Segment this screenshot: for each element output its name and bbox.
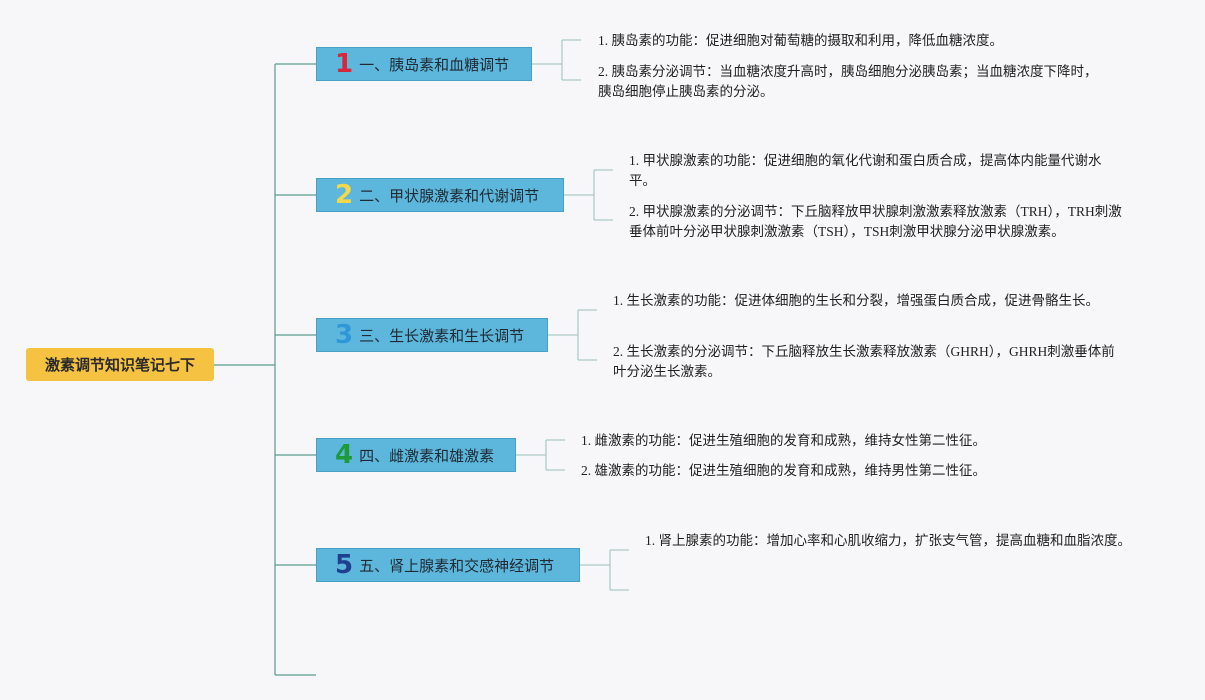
number-1-icon: 1 [335, 49, 354, 79]
leaf-2-1[interactable]: 1. 甲状腺激素的功能：促进细胞的氧化代谢和蛋白质合成，提高体内能量代谢水平。 [629, 153, 1102, 188]
branch-label: 四、雌激素和雄激素 [359, 447, 495, 465]
root-title: 激素调节知识笔记七下 [44, 357, 195, 374]
leaf-3-1[interactable]: 1. 生长激素的功能：促进体细胞的生长和分裂，增强蛋白质合成，促进骨骼生长。 [613, 293, 1099, 308]
branch-label: 二、甲状腺激素和代谢调节 [359, 187, 540, 205]
branch-label: 三、生长激素和生长调节 [359, 327, 525, 345]
number-2-icon: 2 [335, 180, 354, 210]
root-topic[interactable]: 激素调节知识笔记七下 [26, 348, 214, 381]
branch-topic-2[interactable]: 2 二、甲状腺激素和代谢调节 [316, 178, 564, 212]
number-4-icon: 4 [335, 440, 354, 470]
leaf-4-2[interactable]: 2. 雄激素的功能：促进生殖细胞的发育和成熟，维持男性第二性征。 [581, 463, 986, 478]
leaf-2-2[interactable]: 2. 甲状腺激素的分泌调节：下丘脑释放甲状腺刺激激素释放激素（TRH），TRH刺… [629, 204, 1122, 239]
branch-label: 一、胰岛素和血糖调节 [359, 56, 510, 74]
leaf-3-2[interactable]: 2. 生长激素的分泌调节：下丘脑释放生长激素释放激素（GHRH），GHRH刺激垂… [613, 344, 1115, 379]
leaf-1-1[interactable]: 1. 胰岛素的功能：促进细胞对葡萄糖的摄取和利用，降低血糖浓度。 [598, 33, 1003, 48]
branch-topic-4[interactable]: 4 四、雌激素和雄激素 [316, 438, 516, 472]
leaf-1-2[interactable]: 2. 胰岛素分泌调节：当血糖浓度升高时，胰岛细胞分泌胰岛素；当血糖浓度下降时，胰… [598, 64, 1098, 99]
branch-topic-3[interactable]: 3 三、生长激素和生长调节 [316, 318, 548, 352]
number-3-icon: 3 [335, 320, 354, 350]
branch-topic-5[interactable]: 5 五、肾上腺素和交感神经调节 [316, 548, 580, 582]
number-5-icon: 5 [335, 550, 354, 580]
branch-topic-1[interactable]: 1 一、胰岛素和血糖调节 [316, 47, 532, 81]
leaf-5-1[interactable]: 1. 肾上腺素的功能：增加心率和心肌收缩力，扩张支气管，提高血糖和血脂浓度。 [645, 533, 1131, 548]
branch-label: 五、肾上腺素和交感神经调节 [359, 557, 555, 575]
leaf-4-1[interactable]: 1. 雌激素的功能：促进生殖细胞的发育和成熟，维持女性第二性征。 [581, 433, 986, 448]
